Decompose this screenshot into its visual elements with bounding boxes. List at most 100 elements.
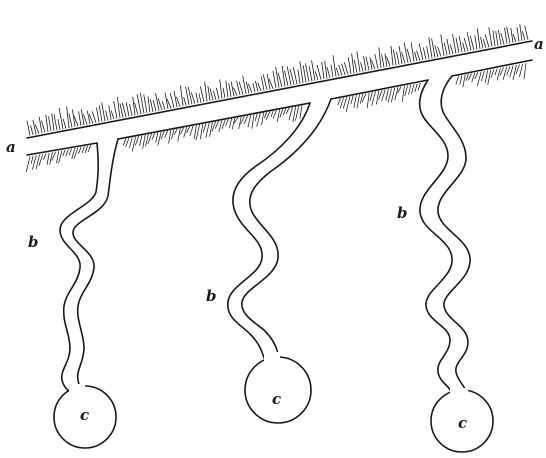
hatch-stroke — [67, 107, 69, 128]
hatch-stroke — [146, 134, 149, 146]
hatch-stroke — [505, 28, 507, 44]
gland-right — [420, 76, 493, 452]
hatch-stroke — [206, 123, 209, 138]
hatch-stroke — [174, 91, 177, 107]
hatch-stroke — [52, 113, 54, 130]
hatch-stroke — [79, 111, 81, 125]
hatch-stroke — [493, 31, 495, 47]
hatch-stroke — [153, 100, 156, 111]
hatch-stroke — [252, 114, 254, 128]
label-bulb-middle: c — [272, 390, 281, 408]
hatch-stroke — [205, 82, 207, 102]
hatch-stroke — [97, 108, 99, 123]
hatch-stroke — [243, 76, 246, 94]
hatch-stroke — [343, 97, 347, 109]
hatch-stroke — [342, 64, 345, 75]
hatch-stroke — [223, 88, 225, 98]
hatch-stroke — [404, 42, 408, 62]
label-bulb-left: c — [80, 406, 89, 424]
hatch-stroke — [220, 79, 222, 98]
duct-upper-wall — [27, 41, 532, 138]
hatch-stroke — [129, 137, 132, 148]
hatch-stroke — [293, 106, 296, 121]
hatch-stroke — [57, 151, 59, 163]
hatch-stroke — [276, 67, 279, 88]
hatch-stroke — [188, 87, 192, 104]
hatch-stroke — [477, 29, 480, 49]
hatch-stroke — [178, 128, 181, 141]
hatch-stroke — [427, 46, 429, 58]
hatch-stroke — [126, 102, 129, 116]
hatch-stroke — [468, 73, 471, 80]
hatch-stroke — [229, 83, 231, 97]
hatch-stroke — [137, 94, 141, 114]
hatch-stroke — [460, 75, 462, 84]
hatch-stroke — [411, 42, 414, 61]
hatch-stroke — [507, 66, 510, 76]
hatch-stroke — [184, 97, 186, 105]
hatch-stroke — [69, 149, 72, 156]
hatch-stroke — [382, 54, 384, 68]
hatch-stroke — [99, 105, 102, 121]
gland-right-tube-wall-b — [438, 76, 470, 394]
hatch-stroke — [169, 130, 171, 144]
hatch-stroke — [135, 136, 138, 146]
hatch-stroke — [405, 85, 408, 96]
hatch-stroke — [203, 123, 206, 132]
hatch-stroke — [130, 104, 132, 116]
hatch-stroke — [54, 114, 57, 130]
hatch-stroke — [190, 126, 193, 136]
hatch-stroke — [524, 63, 526, 79]
hatch-stroke — [261, 76, 264, 90]
hatch-stroke — [226, 81, 228, 98]
hatch-stroke — [102, 102, 105, 121]
hatch-stroke — [277, 109, 279, 121]
hatch-stroke — [63, 119, 66, 129]
gland-middle-neck-mask — [264, 352, 280, 362]
hatch-stroke — [143, 135, 146, 149]
hatch-stroke — [123, 138, 126, 145]
hatch-stroke — [346, 96, 350, 112]
hatch-stroke — [66, 149, 69, 156]
hatch-stroke — [511, 28, 513, 43]
duct-lower-wall-segment-2 — [118, 103, 310, 139]
hatch-stroke — [370, 92, 373, 101]
hatch-stroke — [122, 103, 126, 117]
hatch-stroke — [441, 34, 444, 55]
hatch-stroke — [352, 54, 354, 74]
hatch-stroke — [171, 129, 174, 139]
hatch-stroke — [402, 52, 405, 63]
hatch-stroke — [331, 65, 333, 77]
hatch-stroke — [285, 71, 288, 86]
hatch-stroke — [199, 93, 201, 102]
hatch-stroke — [300, 105, 302, 118]
hatch-stroke — [466, 74, 468, 81]
hatch-stroke — [513, 34, 516, 42]
hatch-stroke — [333, 55, 336, 76]
hatch-stroke — [181, 128, 184, 134]
hatch-stroke — [312, 60, 315, 80]
gland-right-neck-mask — [450, 388, 468, 398]
hatch-stroke — [222, 120, 225, 129]
hatch-stroke — [367, 93, 369, 108]
hatch-stroke — [481, 37, 483, 48]
hatch-stroke — [213, 91, 216, 100]
hatch-stroke — [59, 150, 62, 163]
hatch-stroke — [450, 44, 453, 54]
hatch-stroke — [170, 93, 174, 107]
hatch-stroke — [459, 36, 462, 53]
hatch-stroke — [82, 146, 84, 153]
hatch-stroke — [152, 133, 155, 140]
hatch-stroke — [140, 93, 144, 114]
hatch-stroke — [456, 38, 459, 53]
hatch-stroke — [114, 101, 117, 119]
hatch-stroke — [357, 94, 360, 108]
hatch-stroke — [156, 93, 159, 111]
hatch-stroke — [517, 27, 519, 41]
hatch-stroke — [472, 73, 475, 82]
hatch-stroke — [246, 82, 249, 94]
hatch-stroke — [379, 47, 381, 68]
hatch-stroke — [47, 153, 49, 165]
gland-left-tube-wall-a — [60, 143, 98, 392]
